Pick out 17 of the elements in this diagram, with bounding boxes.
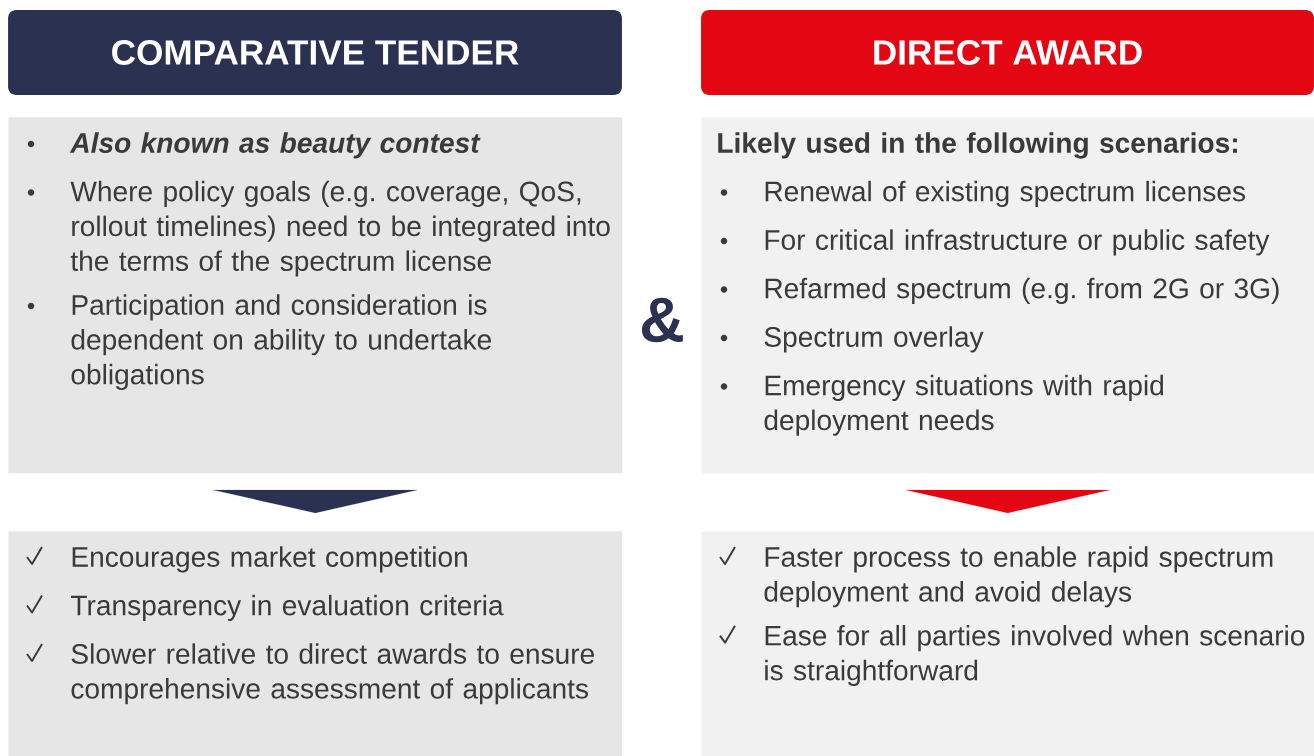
list-item-text: Also known as beauty contest: [69, 132, 481, 159]
list-item-text: Faster process to enable rapid spectrum deployment and avoid delays: [764, 546, 1273, 608]
list-item-text: Refarmed spectrum (e.g. from 2G or 3G): [765, 277, 1279, 304]
header-banner: DIRECT AWARD: [701, 10, 1314, 95]
list-item-text: For critical infrastructure or public safety: [765, 229, 1270, 256]
list-item-text: Ease for all parties involved when scenario is straightforward: [765, 625, 1305, 686]
list-item-text: Encourages market competition: [72, 546, 467, 573]
ampersand-label: &: [641, 297, 683, 343]
list-item-text: Where policy goals (e.g. coverage, QoS, rollout timelines) need to be integrated into the terms of the spectrum license: [70, 180, 610, 277]
list-item-text: Slower relative to direct awards to ensure comprehensive assessment of applicants: [71, 643, 594, 705]
list-item-text: Transparency in evaluation criteria: [71, 594, 504, 622]
list-item-text: Spectrum overlay: [764, 326, 984, 353]
header-banner: COMPARATIVE TENDER: [8, 10, 622, 95]
panel-heading: Likely used in the following scenarios:: [718, 132, 1237, 159]
list-item-text: Participation and consideration is dependent on ability to undertake obligations: [71, 294, 491, 391]
list-item-text: Emergency situations with rapid deployment needs: [764, 374, 1163, 436]
list-item-text: Renewal of existing spectrum licenses: [765, 180, 1246, 208]
